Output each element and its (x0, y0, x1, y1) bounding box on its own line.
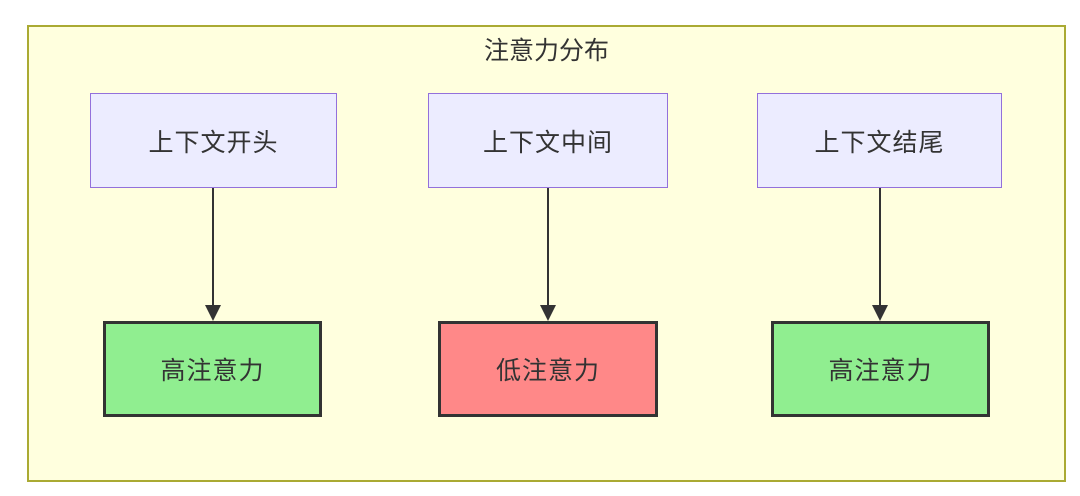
node-high-attention-left-label: 高注意力 (160, 357, 265, 385)
node-low-attention-middle: 低注意力 (438, 321, 658, 417)
arrow-connector-end-to-high (872, 188, 888, 321)
node-low-attention-middle-label: 低注意力 (495, 357, 600, 385)
node-high-attention-left: 高注意力 (103, 321, 322, 417)
node-context-start-label: 上下文开头 (148, 128, 279, 157)
node-context-end: 上下文结尾 (757, 93, 1002, 188)
node-context-end-label: 上下文结尾 (814, 128, 945, 157)
arrow-connector-start-to-high (205, 188, 221, 321)
node-context-middle-label: 上下文中间 (482, 128, 613, 157)
diagram-title: 注意力分布 (483, 37, 609, 65)
node-context-start: 上下文开头 (90, 93, 337, 188)
node-high-attention-right-label: 高注意力 (828, 357, 933, 385)
node-high-attention-right: 高注意力 (771, 321, 990, 417)
arrow-connector-middle-to-low (540, 188, 556, 321)
node-context-middle: 上下文中间 (428, 93, 668, 188)
